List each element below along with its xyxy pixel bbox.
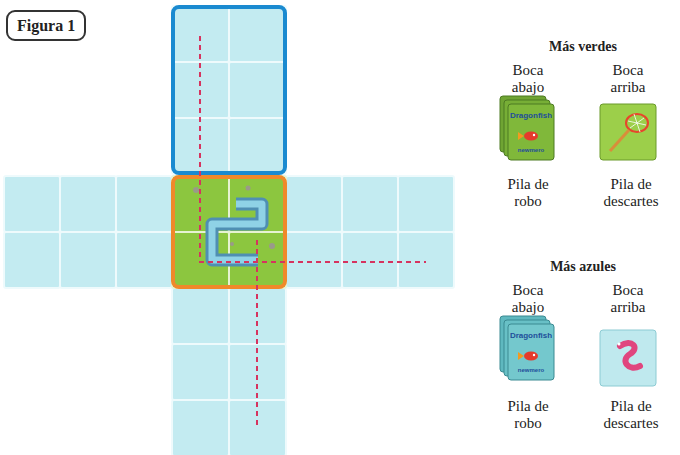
pile-name: Pila de robo: [499, 398, 557, 432]
water-tiles-part: [172, 400, 229, 455]
water-tiles-part: [172, 344, 229, 400]
start-outline: [173, 177, 285, 287]
pile-side: Boca abajo: [502, 62, 554, 96]
card-maker: newmero: [518, 367, 544, 374]
water-tiles-part: [172, 288, 229, 344]
water-tiles-part: [286, 176, 342, 232]
pile-name: Pila de descartes: [586, 176, 676, 210]
water-tiles-part: [398, 176, 454, 232]
water-tiles-part: [116, 232, 172, 288]
net-card-part: [626, 114, 648, 132]
river-part: [212, 204, 262, 260]
card-brand: Dragonfish: [510, 332, 552, 341]
figure-tag: Figura 1: [6, 10, 86, 41]
water-tiles-part: [60, 232, 116, 288]
blue-draw-pile: [500, 316, 554, 380]
green-draw-pile-part: [524, 132, 538, 141]
path-lines-part: [256, 240, 258, 428]
water-tiles-part: [286, 232, 342, 288]
blue-draw-pile-part: [524, 352, 538, 361]
water-tiles-part: [229, 400, 286, 455]
net-card-part: [600, 104, 656, 160]
stones-part: [269, 243, 275, 249]
path-lines-part: [200, 36, 426, 262]
water-tiles-part: [172, 6, 229, 62]
water-tiles-part: [229, 62, 286, 118]
worm-card-part: [620, 343, 640, 368]
pile-side: Boca arriba: [599, 62, 657, 96]
water-tiles-part: [342, 176, 398, 232]
green-draw-pile-part: [533, 134, 535, 136]
river: [212, 204, 262, 260]
column-outline: [173, 7, 285, 173]
blue-draw-pile-part: [533, 354, 535, 356]
water-tiles-part: [229, 118, 286, 174]
pile-heading: Más azules: [550, 258, 616, 275]
water-tiles-part: [342, 232, 398, 288]
stones-part: [230, 242, 234, 246]
stones-part: [193, 187, 199, 193]
pile-name: Pila de robo: [499, 176, 557, 210]
figure-title: Figura 1: [17, 17, 75, 34]
net-card: [600, 104, 656, 160]
worm-card: [600, 330, 656, 386]
water-tiles-part: [4, 232, 60, 288]
green-draw-pile-part: [518, 132, 524, 140]
worm-card-part: [600, 330, 656, 386]
stones-part: [246, 186, 251, 191]
card-brand: Dragonfish: [510, 112, 552, 121]
green-draw-pile-part: [508, 104, 554, 160]
grass-tiles: [172, 176, 286, 288]
path-lines: [200, 36, 426, 428]
green-draw-pile: [500, 96, 554, 160]
pile-side: Boca abajo: [502, 282, 554, 316]
blue-draw-pile-part: [508, 324, 554, 380]
river-part: [212, 204, 262, 260]
water-tiles: [4, 6, 454, 455]
blue-draw-pile-part: [518, 352, 524, 360]
water-tiles-part: [116, 176, 172, 232]
net-card-part: [628, 114, 646, 132]
water-tiles-part: [4, 176, 60, 232]
pile-name: Pila de descartes: [586, 398, 676, 432]
stones: [193, 186, 275, 250]
water-tiles-part: [229, 6, 286, 62]
water-tiles-part: [398, 232, 454, 288]
card-maker: newmero: [518, 147, 544, 154]
water-tiles-part: [60, 176, 116, 232]
worm-card-part: [618, 343, 621, 346]
pile-side: Boca arriba: [599, 282, 657, 316]
pile-heading: Más verdes: [549, 38, 617, 55]
net-card-part: [610, 130, 629, 151]
